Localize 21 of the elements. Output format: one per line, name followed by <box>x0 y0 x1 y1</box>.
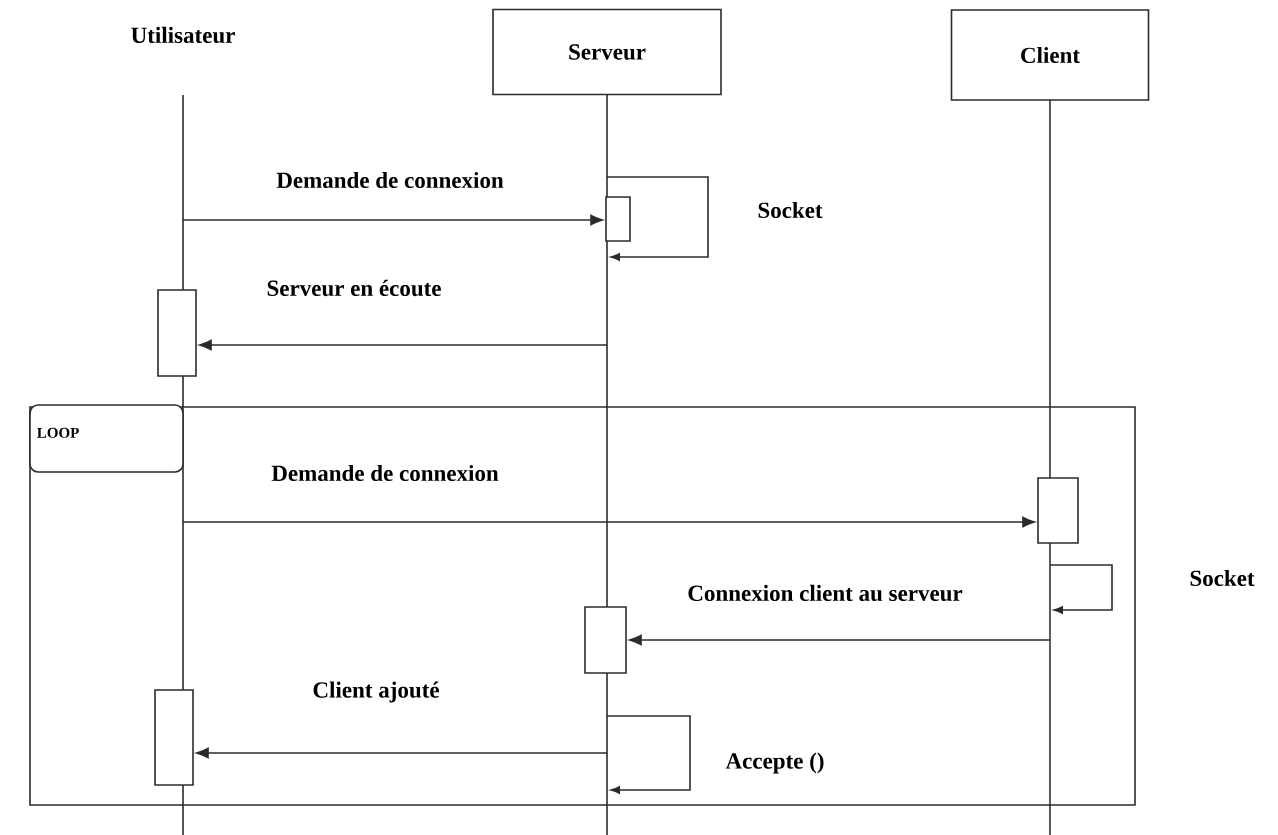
edge-label: Client ajouté <box>313 681 439 703</box>
message-arrow <box>182 516 1035 528</box>
activation-bar <box>1037 477 1079 544</box>
message-arrow <box>182 214 603 226</box>
message-arrow <box>199 339 608 351</box>
activation-bar <box>584 606 627 674</box>
message-arrow <box>196 747 608 759</box>
message-label: Socket <box>758 201 823 219</box>
edge-label: Serveur en écoute <box>267 279 441 297</box>
edge-label: Demande de connexion <box>276 171 504 189</box>
participant-name: Utilisateur <box>131 26 235 44</box>
activation-bar <box>157 289 197 377</box>
message-arrow <box>629 634 1051 646</box>
message-label: Socket <box>1190 569 1255 587</box>
activation-bar <box>154 689 194 786</box>
edge-label: Connexion client au serveur <box>688 584 963 602</box>
participant-box: Serveur <box>492 8 722 96</box>
message-label: Accepte () <box>725 752 824 774</box>
activation-bar <box>605 196 631 242</box>
edge-label: Demande de connexion <box>271 464 499 482</box>
participant-box: Client <box>950 9 1150 101</box>
